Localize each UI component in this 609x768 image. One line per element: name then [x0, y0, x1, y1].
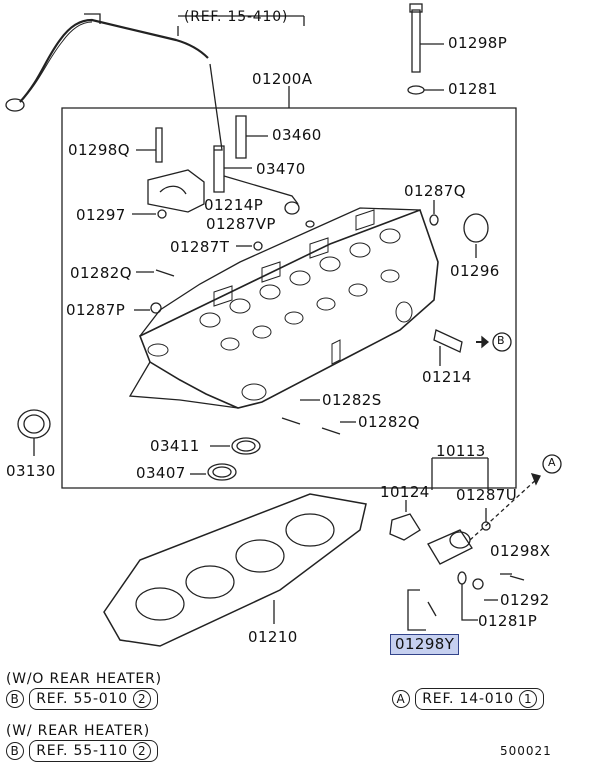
seal-03407 — [207, 463, 237, 481]
label-10124: 10124 — [380, 483, 430, 501]
label-03407: 03407 — [136, 464, 186, 482]
oil-pipe — [19, 18, 209, 103]
valve-guide-03470 — [213, 145, 225, 193]
label-01298y-highlighted[interactable]: 01298Y — [390, 634, 460, 655]
marker-b-icon: B — [6, 742, 24, 760]
label-03470: 03470 — [256, 160, 306, 178]
bearing-cap — [147, 169, 205, 213]
ref-14-010-text: REF. 14-010 — [422, 691, 514, 707]
ref-55-010-circled-number: 2 — [133, 690, 152, 708]
marker-a-icon: A — [392, 690, 410, 708]
label-03460: 03460 — [272, 126, 322, 144]
ref-15-410[interactable]: (REF. 15-410) — [184, 9, 289, 25]
ref-55-110-circled-number: 2 — [133, 742, 152, 760]
ref-55-010-text: REF. 55-010 — [36, 691, 128, 707]
plug-01296 — [463, 213, 489, 243]
ref-55-110-text: REF. 55-110 — [36, 743, 128, 759]
label-01210: 01210 — [248, 628, 298, 646]
label-01297: 01297 — [76, 206, 126, 224]
label-01287vp: 01287VP — [206, 215, 276, 233]
note-with-rear-heater: (W/ REAR HEATER) — [6, 723, 151, 739]
label-01287p: 01287P — [66, 301, 126, 319]
ref-b-55-110[interactable]: B REF. 55-110 2 — [6, 740, 159, 762]
note-without-rear-heater: (W/O REAR HEATER) — [6, 671, 162, 687]
washer-01281 — [407, 85, 425, 95]
marker-b-icon: B — [6, 690, 24, 708]
ref-14-010-circled-number: 1 — [519, 690, 538, 708]
label-01214: 01214 — [422, 368, 472, 386]
marker-a-head: A — [548, 456, 557, 469]
label-01282q-a: 01282Q — [70, 264, 132, 282]
oil-seal-03130 — [17, 409, 51, 439]
sensor-01214 — [433, 329, 463, 353]
label-01292: 01292 — [500, 591, 550, 609]
label-01287q: 01287Q — [404, 182, 466, 200]
label-01298q: 01298Q — [68, 141, 130, 159]
label-01214p: 01214P — [204, 196, 264, 214]
label-10113: 10113 — [436, 442, 486, 460]
label-01281p: 01281P — [478, 612, 538, 630]
diagram-code: 500021 — [500, 744, 552, 758]
label-03411: 03411 — [150, 437, 200, 455]
label-01281: 01281 — [448, 80, 498, 98]
label-01298x: 01298X — [490, 542, 551, 560]
marker-b-head: B — [497, 334, 506, 347]
seal-03411 — [231, 437, 261, 455]
label-03130: 03130 — [6, 462, 56, 480]
label-01287t: 01287T — [170, 238, 230, 256]
thermostat-housing — [427, 529, 473, 565]
valve-guide-03460 — [235, 115, 247, 159]
label-01200a: 01200A — [252, 70, 313, 88]
label-01296: 01296 — [450, 262, 500, 280]
ref-a-14-010[interactable]: A REF. 14-010 1 — [392, 688, 545, 710]
head-assembly-frame — [61, 107, 517, 489]
label-01282s: 01282S — [322, 391, 382, 409]
bolt-01298p — [411, 9, 421, 73]
gasket-10124 — [389, 513, 421, 541]
ref-b-55-010[interactable]: B REF. 55-010 2 — [6, 688, 159, 710]
label-01287u: 01287U — [456, 486, 518, 504]
head-gasket — [103, 493, 367, 647]
label-01298p: 01298P — [448, 34, 508, 52]
label-01282q-b: 01282Q — [358, 413, 420, 431]
